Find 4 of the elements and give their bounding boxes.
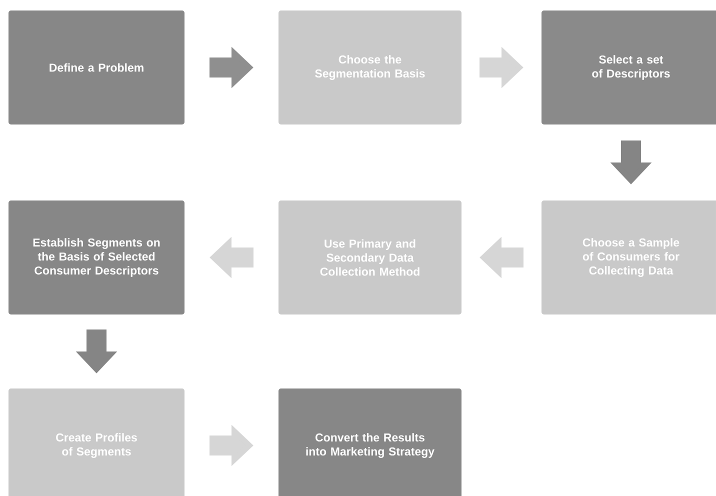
process-box: Define a Problem (8, 10, 186, 126)
process-box: Convert the Results into Marketing Strategy (278, 388, 462, 496)
process-box: Select a set of Descriptors (540, 10, 716, 126)
process-box: Establish Segments on the Basis of Selected Consumer Descriptors (8, 200, 186, 316)
